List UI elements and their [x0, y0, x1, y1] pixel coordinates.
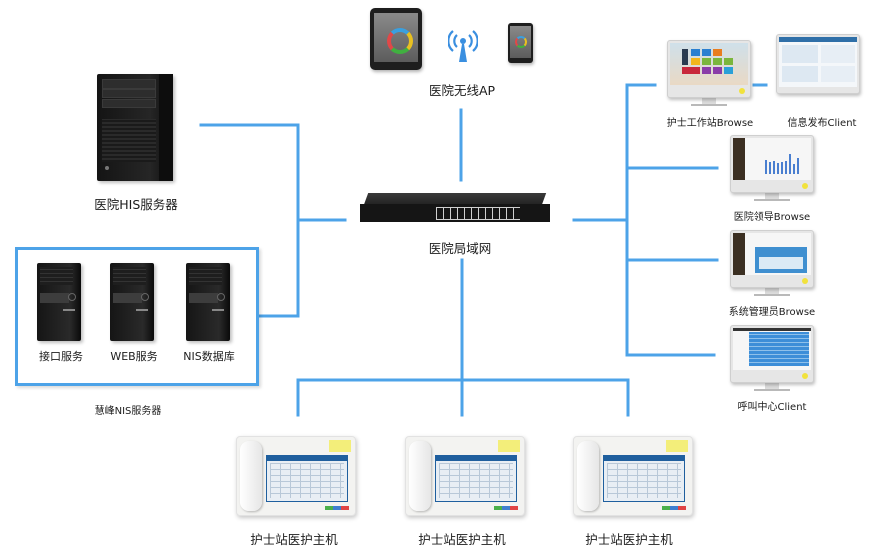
info-publish-client-label: 信息发布Client [787, 118, 857, 129]
call-center-client-label: 呼叫中心Client [737, 402, 807, 413]
monitor-icon [730, 135, 814, 201]
lan-label: 医院局域网 [428, 241, 492, 256]
nurse-station-host-label: 护士站医护主机 [418, 532, 506, 547]
wireless-ap-icon [448, 30, 478, 62]
nis-database-label: NIS数据库 [183, 350, 235, 363]
nurse-station-phone-icon [573, 436, 693, 516]
monitor-icon [667, 40, 751, 106]
hospital-leader-browse-label: 医院领导Browse [733, 212, 811, 223]
monitor-icon [776, 34, 860, 94]
server-icon [110, 263, 154, 341]
phone-icon [508, 23, 533, 63]
his-server-label: 医院HIS服务器 [94, 197, 178, 212]
server-icon [37, 263, 81, 341]
nurse-station-host-label: 护士站医护主机 [250, 532, 338, 547]
link-right-trunk [625, 83, 716, 357]
nurse-station-phone-icon [405, 436, 525, 516]
wireless-ap-label: 医院无线AP [428, 83, 496, 98]
sysadmin-browse-label: 系统管理员Browse [728, 307, 816, 318]
nurse-station-phone-icon [236, 436, 356, 516]
monitor-icon [730, 230, 814, 296]
database-server-icon [186, 263, 230, 341]
monitor-icon [730, 325, 814, 391]
his-server-icon [97, 74, 173, 181]
tablet-icon [370, 8, 422, 70]
nurse-workstation-label: 护士工作站Browse [666, 118, 754, 129]
link-bottom-trunk [296, 378, 630, 417]
web-service-label: WEB服务 [110, 350, 158, 363]
nis-server-group-label: 慧峰NIS服务器 [94, 406, 162, 417]
nurse-station-host-label: 护士站医护主机 [585, 532, 673, 547]
network-switch-icon [360, 193, 550, 223]
bar-chart-icon [765, 154, 799, 174]
interface-service-label: 接口服务 [39, 350, 83, 363]
